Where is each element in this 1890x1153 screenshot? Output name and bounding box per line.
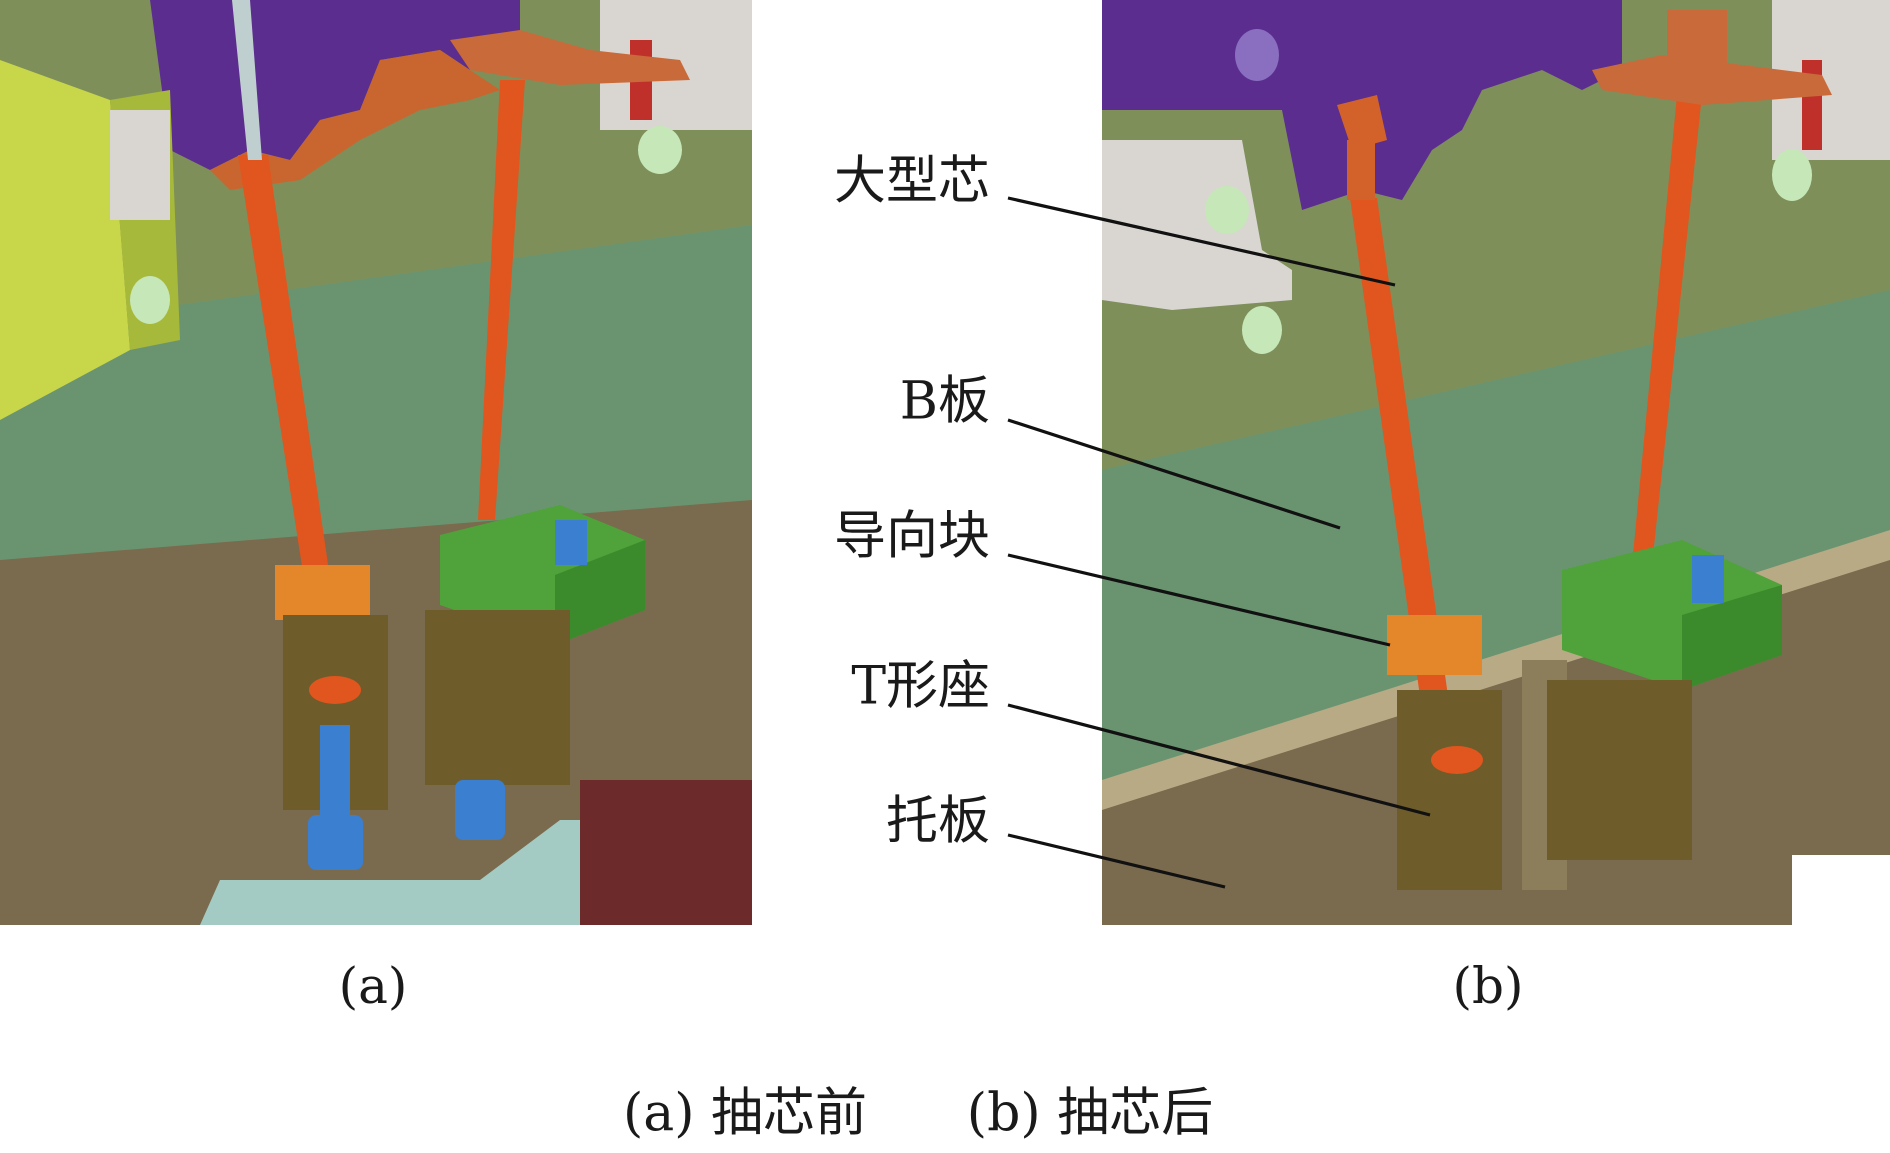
- t-seat: [1397, 690, 1502, 890]
- leader-t-seat: [1007, 703, 1431, 817]
- leader-b-plate: [1007, 418, 1341, 530]
- caption-b: (b) 抽芯后: [967, 1084, 1213, 1144]
- callout-support-plate: 托板: [886, 792, 990, 852]
- b-plate: [1102, 290, 1890, 805]
- panel-a-label: (a): [339, 957, 408, 1015]
- yellow-block: [0, 60, 130, 420]
- guide-block: [275, 565, 370, 620]
- panel-b-svg: [1102, 0, 1890, 925]
- leader-guide-block: [1007, 553, 1391, 647]
- callout-large-core: 大型芯: [834, 152, 990, 212]
- b-plate: [0, 225, 752, 560]
- panel-b-cad-render: [1102, 0, 1890, 925]
- callout-guide-block: 导向块: [834, 507, 990, 567]
- panel-a-svg: [0, 0, 752, 925]
- leader-large-core: [1007, 196, 1396, 287]
- caption-a: (a) 抽芯前: [623, 1084, 867, 1144]
- callout-b-plate: B板: [900, 372, 990, 432]
- leader-support-plate: [1007, 833, 1226, 889]
- panel-b-label: (b): [1452, 957, 1523, 1015]
- large-core-rod: [238, 155, 345, 682]
- panel-a-cad-render: [0, 0, 752, 925]
- callout-t-seat: T形座: [851, 657, 990, 717]
- guide-block: [1387, 615, 1482, 675]
